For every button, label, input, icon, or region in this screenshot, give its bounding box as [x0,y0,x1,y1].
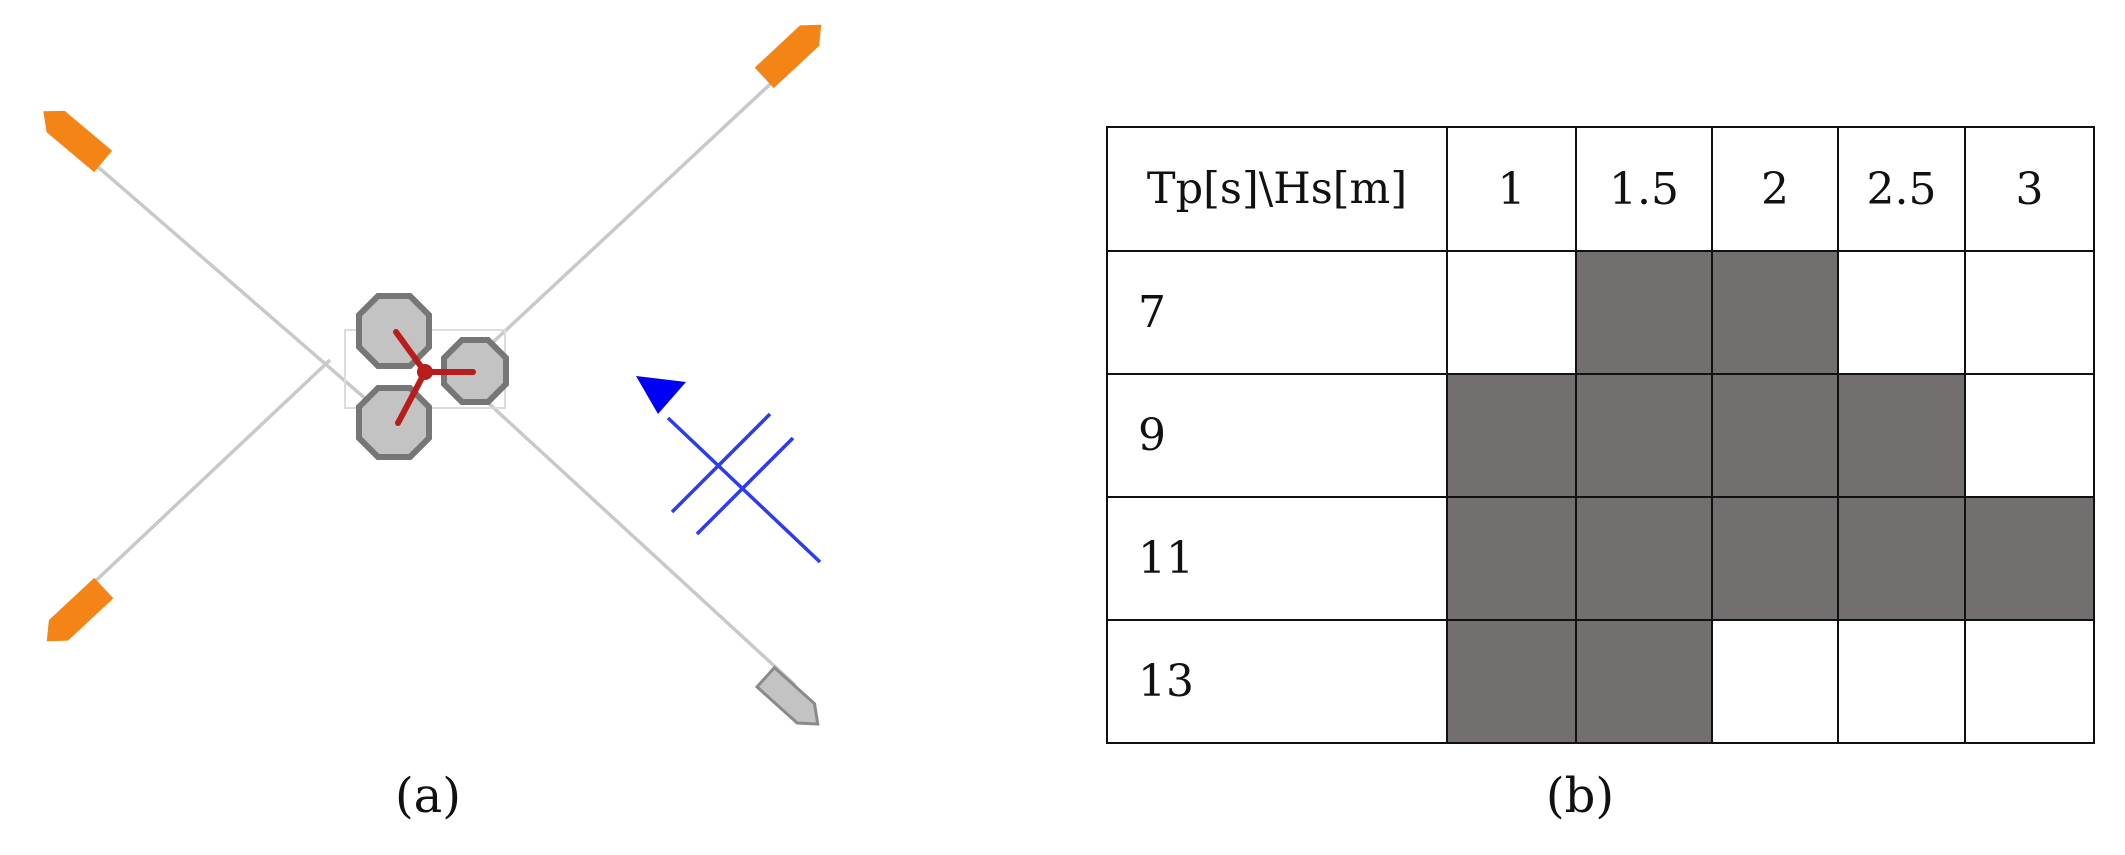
column-header: 2 [1711,126,1839,252]
column-header: 2.5 [1837,126,1966,252]
gray-anchor-icon [754,665,820,726]
anchor-se [754,665,820,726]
anchor-nw [43,110,113,173]
row-label: 11 [1106,496,1448,621]
caption-b: (b) [1545,768,1615,824]
mooring-line-se [483,398,797,687]
tested-case-cell [1575,496,1713,621]
untested-case-cell [1964,373,2095,498]
tested-case-cell [1446,496,1577,621]
tested-case-cell [1446,619,1577,744]
row-label: 7 [1106,250,1448,375]
anchor-sw [46,577,114,642]
matrix-row: 11 [1106,496,2095,621]
column-header: 3 [1964,126,2095,252]
column-header: 1.5 [1575,126,1713,252]
tested-case-cell [1711,250,1839,375]
tested-case-cell [1575,250,1713,375]
untested-case-cell [1446,250,1577,375]
matrix-row: 9 [1106,373,2095,498]
column-header: 1 [1446,126,1577,252]
orange-anchor-icon [754,24,822,89]
semi-submersible-platform-icon [344,293,509,460]
mooring-layout-diagram [43,24,822,726]
tested-case-cell [1837,373,1966,498]
row-label: 13 [1106,619,1448,744]
mooring-line-nw [88,158,392,422]
untested-case-cell [1837,619,1966,744]
mooring-line-ne [488,73,782,347]
untested-case-cell [1964,250,2095,375]
anchor-ne [754,24,822,89]
matrix-row: 7 [1106,250,2095,375]
matrix-header-row: Tp[s]\Hs[m] 1 1.5 2 2.5 3 [1106,126,2095,252]
platform-column-bottom [356,385,432,460]
orange-anchor-icon [43,110,113,173]
tested-case-cell [1446,373,1577,498]
matrix-corner-label: Tp[s]\Hs[m] [1106,126,1448,252]
mooring-line-sw [68,358,332,607]
tested-case-cell [1964,496,2095,621]
wave-direction-arrow-icon [636,376,822,564]
untested-case-cell [1837,250,1966,375]
wave-direction-shaft [666,416,822,564]
platform-tower-center [417,364,433,380]
mooring-lines [68,73,797,687]
tested-case-cell [1575,373,1713,498]
tested-case-cell [1711,496,1839,621]
wave-direction-arrowhead [636,376,686,414]
matrix-row: 13 [1106,619,2095,744]
tested-case-cell [1711,373,1839,498]
orange-anchor-icon [46,577,114,642]
caption-a: (a) [394,768,462,824]
tested-case-cell [1837,496,1966,621]
wave-crest-line-2 [695,436,795,536]
tested-case-cell [1575,619,1713,744]
row-label: 9 [1106,373,1448,498]
wave-crest-line-1 [670,412,772,514]
untested-case-cell [1964,619,2095,744]
untested-case-cell [1711,619,1839,744]
